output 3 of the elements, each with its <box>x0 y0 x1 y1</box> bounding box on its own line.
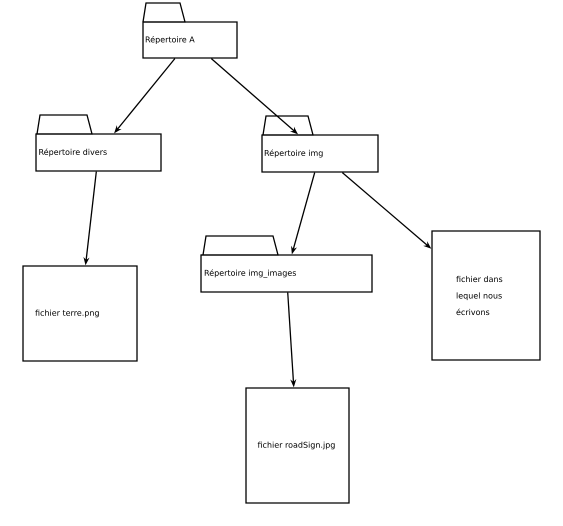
file-box: fichier dans lequel nous écrivons <box>431 230 541 361</box>
file-box: fichier roadSign.jpg <box>245 387 350 504</box>
file-box: fichier terre.png <box>22 265 138 362</box>
